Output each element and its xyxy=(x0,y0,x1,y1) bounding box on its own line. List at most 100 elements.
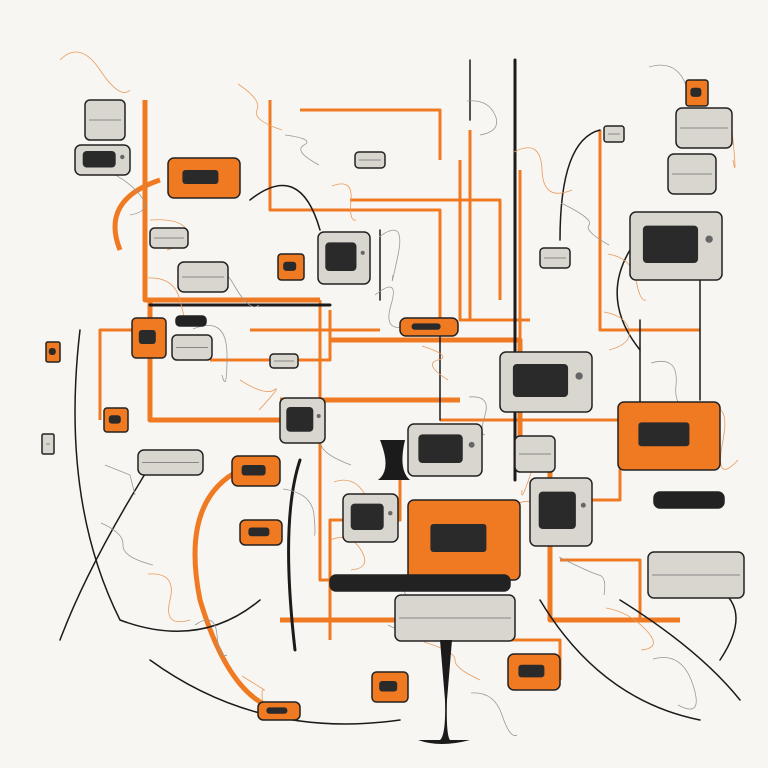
orange-device xyxy=(103,407,129,433)
thin-cable xyxy=(423,641,481,681)
black-cable xyxy=(74,329,261,632)
knob xyxy=(580,502,586,508)
orange-cable xyxy=(210,310,332,362)
thin-cable xyxy=(147,573,191,623)
orange-cable xyxy=(142,100,320,303)
black-cable xyxy=(539,599,701,721)
orange-device xyxy=(371,671,409,703)
knob xyxy=(388,511,393,516)
orange-device xyxy=(45,341,61,363)
thin-cable xyxy=(100,522,154,566)
thin-cable xyxy=(605,607,654,651)
devices-group xyxy=(41,79,745,744)
black-cable xyxy=(619,599,741,701)
screen xyxy=(48,348,56,355)
thin-cable xyxy=(378,229,401,282)
orange-cable xyxy=(300,108,442,160)
gray-device xyxy=(354,151,386,169)
screen xyxy=(82,151,116,168)
knob xyxy=(468,441,475,448)
control-strip xyxy=(329,574,511,592)
orange-cable xyxy=(560,558,642,620)
gray-device xyxy=(539,247,571,269)
monitor-device xyxy=(407,423,483,477)
thin-cable xyxy=(466,100,498,136)
screen xyxy=(518,664,545,678)
gray-device xyxy=(149,227,189,249)
screen xyxy=(638,422,690,447)
thin-cable xyxy=(329,537,366,571)
thin-cable xyxy=(104,464,136,496)
orange-cable xyxy=(192,467,281,713)
thin-cable xyxy=(237,83,283,131)
device-body xyxy=(329,574,511,592)
knob xyxy=(360,250,365,255)
screen xyxy=(138,330,156,344)
gray-device xyxy=(675,107,733,149)
orange-device xyxy=(231,455,281,487)
gray-device xyxy=(647,551,745,599)
control-strip xyxy=(653,491,725,509)
thin-cable xyxy=(652,657,697,710)
monitor-device xyxy=(529,477,593,547)
gray-device xyxy=(667,153,717,195)
gray-device xyxy=(41,433,55,455)
screen xyxy=(418,434,463,463)
monitor-device xyxy=(499,351,593,413)
gray-device xyxy=(171,334,213,361)
gray-device xyxy=(84,99,126,141)
pedestal-stand xyxy=(418,640,470,744)
screen xyxy=(430,524,487,552)
monitor-device xyxy=(279,397,326,444)
monitor-device xyxy=(317,231,371,285)
orange-cable xyxy=(112,177,161,251)
thin-cable xyxy=(558,556,606,596)
orange-device xyxy=(407,499,521,581)
orange-device xyxy=(257,701,301,721)
screen xyxy=(379,681,398,692)
screen xyxy=(108,415,121,424)
screen xyxy=(283,261,297,271)
orange-device xyxy=(685,79,709,107)
thin-cable xyxy=(560,202,610,246)
screen xyxy=(248,527,270,537)
orange-cable xyxy=(458,160,530,322)
knob xyxy=(705,235,713,243)
thin-cable xyxy=(470,692,518,736)
thin-cable xyxy=(331,183,357,221)
lamp-base xyxy=(378,440,410,480)
device-body xyxy=(653,491,725,509)
screen xyxy=(286,407,314,432)
black-cable xyxy=(287,458,302,652)
screen xyxy=(266,707,288,714)
thin-cable xyxy=(282,488,316,536)
thin-cable xyxy=(374,286,412,328)
black-cable xyxy=(249,184,321,231)
control-strip xyxy=(175,315,207,327)
thin-cable xyxy=(192,325,228,382)
monitor-device xyxy=(629,211,723,281)
screen xyxy=(182,170,219,184)
gray-device xyxy=(137,449,204,476)
black-cable xyxy=(559,129,601,241)
gray-device xyxy=(269,353,299,369)
black-cable xyxy=(59,449,161,641)
thin-cable xyxy=(421,345,449,381)
knob xyxy=(316,414,321,418)
thin-cable xyxy=(650,360,702,408)
thin-cable xyxy=(239,379,277,411)
thin-cable xyxy=(284,134,320,166)
orange-device xyxy=(131,317,167,359)
screen xyxy=(350,503,384,530)
orange-cable xyxy=(268,100,442,330)
orange-device xyxy=(167,157,241,199)
orange-device xyxy=(507,653,561,691)
knob xyxy=(575,372,583,380)
gray-device xyxy=(603,125,625,143)
orange-device xyxy=(617,401,721,471)
screen xyxy=(642,225,699,263)
monitor-device xyxy=(74,144,131,176)
screen xyxy=(690,87,702,97)
thin-cable xyxy=(603,311,630,351)
